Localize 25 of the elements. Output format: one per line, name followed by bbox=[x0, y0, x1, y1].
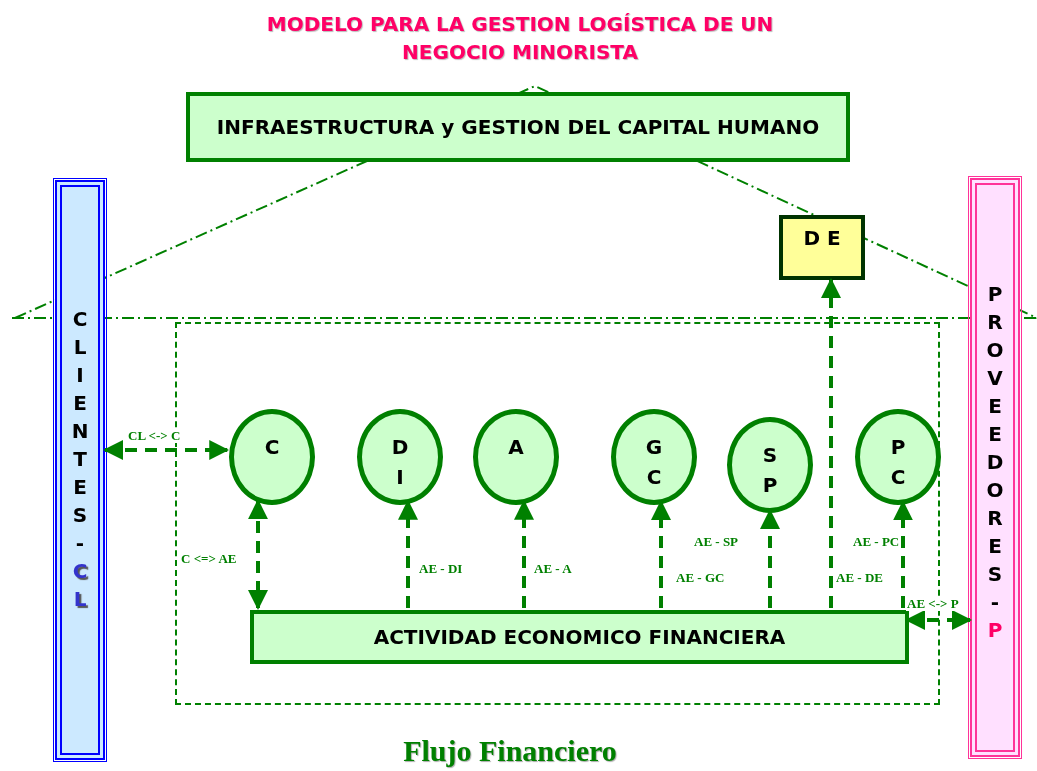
node-label: D I bbox=[390, 434, 410, 491]
node-label: D E bbox=[803, 225, 841, 252]
process-box bbox=[186, 92, 850, 162]
node-label: P C bbox=[889, 434, 907, 491]
side-bar bbox=[970, 178, 1020, 757]
arrow bbox=[103, 440, 230, 460]
process-box bbox=[250, 610, 909, 664]
vertical-label: P bbox=[986, 617, 1004, 644]
process-box bbox=[779, 215, 865, 280]
node-label: INFRAESTRUCTURA y GESTION DEL CAPITAL HUMANO bbox=[215, 114, 821, 141]
vertical-label: PROVEEDORES - bbox=[985, 281, 1005, 616]
edge-label: AE <-> P bbox=[906, 596, 960, 611]
node-label: S P bbox=[761, 442, 779, 499]
vertical-label: CL bbox=[71, 558, 89, 613]
diagram-caption: Flujo Financiero bbox=[402, 734, 618, 768]
node-label: ACTIVIDAD ECONOMICO FINANCIERA bbox=[372, 624, 787, 651]
vertical-label: CLIENTES - bbox=[70, 306, 90, 557]
arrow bbox=[821, 278, 841, 608]
diagram-title: MODELO PARA LA GESTION LOGÍSTICA DE UN NEGOCIO MINORISTA bbox=[265, 11, 775, 66]
node-label: G C bbox=[644, 434, 664, 491]
node-label: A bbox=[507, 434, 525, 461]
edge-label: CL <-> C bbox=[127, 428, 182, 443]
arrow bbox=[248, 499, 268, 610]
side-bar bbox=[55, 180, 105, 760]
node-label: C bbox=[263, 434, 281, 461]
